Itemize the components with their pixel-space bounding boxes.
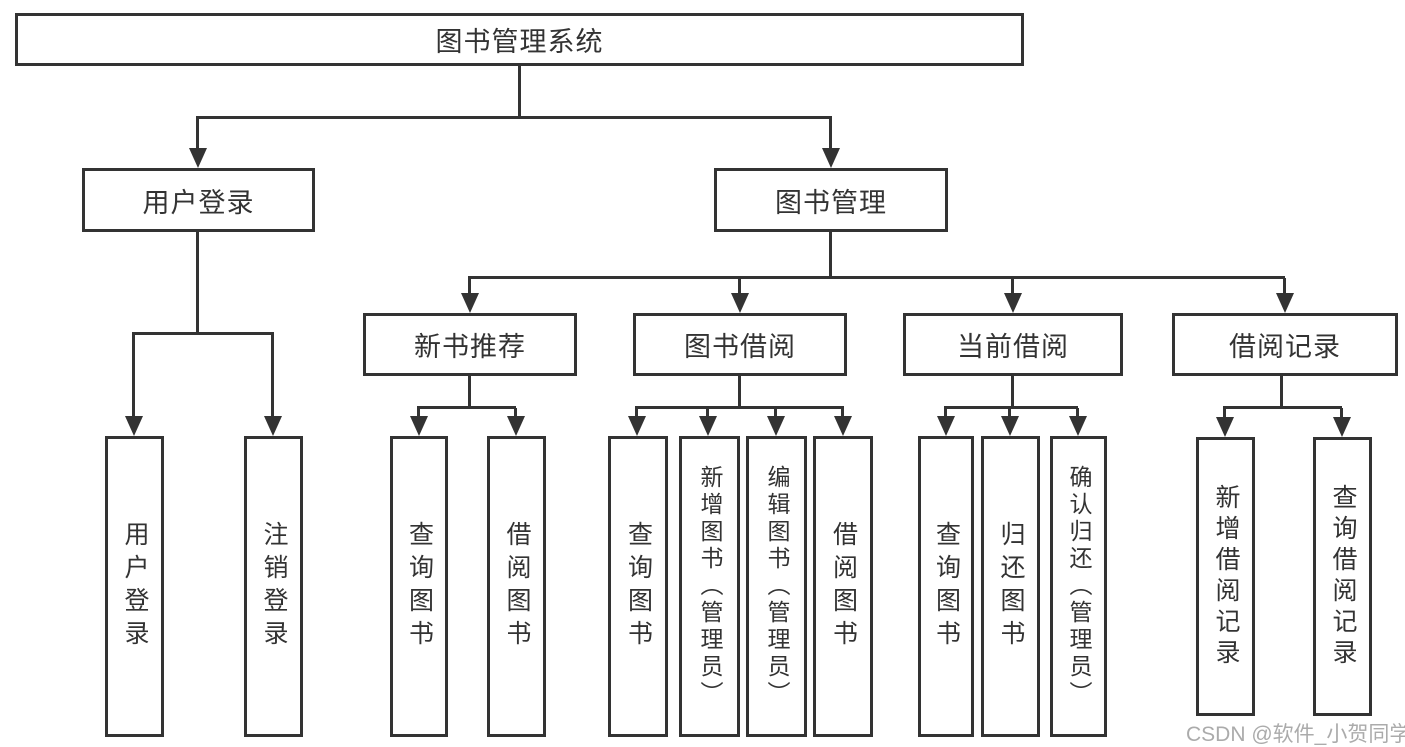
connector-arrowhead	[1004, 293, 1022, 313]
node-user-login-label: 用户登录	[142, 187, 255, 218]
leaf-add-borrow-record: 新增借阅记录	[1196, 437, 1255, 716]
leaf-add-book-admin: 新增图书（管理员）	[679, 436, 740, 737]
connector-line	[196, 232, 199, 334]
node-root-label: 图书管理系统	[435, 27, 604, 57]
connector-line	[132, 332, 274, 335]
node-book-management-label: 图书管理	[775, 187, 887, 218]
connector-line	[1011, 376, 1014, 408]
connector-arrowhead	[410, 416, 428, 436]
leaf-add-book-admin-label: 新增图书（管理员）	[697, 465, 723, 708]
connector-line	[1283, 278, 1286, 295]
connector-line	[635, 408, 638, 418]
node-root: 图书管理系统	[15, 13, 1024, 66]
leaf-logout: 注销登录	[244, 436, 303, 737]
connector-arrowhead	[834, 416, 852, 436]
leaf-edit-book-admin-label: 编辑图书（管理员）	[764, 465, 790, 708]
node-borrowing-records: 借阅记录	[1172, 313, 1398, 376]
node-user-login: 用户登录	[82, 168, 315, 232]
leaf-borrow-books-borrowing: 借阅图书	[813, 436, 873, 737]
connector-arrowhead	[1069, 416, 1087, 436]
leaf-query-books-recommend-label: 查询图书	[405, 520, 434, 653]
connector-arrowhead	[125, 416, 143, 436]
connector-arrowhead	[628, 416, 646, 436]
connector-line	[944, 406, 1078, 409]
leaf-confirm-return-admin: 确认归还（管理员）	[1050, 436, 1107, 737]
leaf-return-books: 归还图书	[981, 436, 1040, 737]
connector-arrowhead	[461, 293, 479, 313]
connector-arrowhead	[699, 416, 717, 436]
connector-arrowhead	[937, 416, 955, 436]
leaf-query-books-recommend: 查询图书	[390, 436, 448, 737]
connector-line	[417, 408, 420, 418]
leaf-user-login-label: 用户登录	[121, 520, 149, 653]
leaf-query-books-borrowing: 查询图书	[608, 436, 668, 737]
watermark: CSDN @软件_小贺同学	[1186, 723, 1405, 746]
connector-line	[1076, 408, 1079, 418]
leaf-query-books-current: 查询图书	[918, 436, 974, 737]
connector-line	[841, 408, 844, 418]
leaf-return-books-label: 归还图书	[997, 520, 1025, 653]
connector-line	[1223, 406, 1342, 409]
connector-line	[468, 376, 471, 408]
leaf-add-borrow-record-label: 新增借阅记录	[1212, 483, 1240, 670]
connector-line	[1280, 376, 1283, 408]
connector-line	[774, 408, 777, 418]
node-new-book-recommendation-label: 新书推荐	[414, 332, 526, 362]
connector-line	[132, 334, 135, 418]
connector-arrowhead	[731, 293, 749, 313]
node-current-borrowing-label: 当前借阅	[957, 332, 1069, 362]
leaf-query-borrow-record-label: 查询借阅记录	[1329, 483, 1357, 670]
connector-arrowhead	[264, 416, 282, 436]
connector-line	[1008, 408, 1011, 418]
leaf-user-login: 用户登录	[105, 436, 164, 737]
leaf-query-borrow-record: 查询借阅记录	[1313, 437, 1372, 716]
leaf-borrow-books-borrowing-label: 借阅图书	[829, 520, 858, 653]
connector-line	[518, 64, 521, 119]
connector-arrowhead	[767, 416, 785, 436]
connector-line	[944, 408, 947, 418]
connector-arrowhead	[507, 416, 525, 436]
connector-line	[738, 376, 741, 408]
connector-line	[829, 232, 832, 278]
node-borrowing-records-label: 借阅记录	[1229, 332, 1341, 362]
connector-line	[1223, 408, 1226, 419]
leaf-edit-book-admin: 编辑图书（管理员）	[746, 436, 807, 737]
connector-line	[1340, 408, 1343, 419]
connector-line	[271, 334, 274, 418]
connector-line	[738, 278, 741, 295]
node-new-book-recommendation: 新书推荐	[363, 313, 577, 376]
connector-arrowhead	[189, 148, 207, 168]
leaf-borrow-books-recommend-label: 借阅图书	[503, 520, 531, 653]
leaf-confirm-return-admin-label: 确认归还（管理员）	[1066, 465, 1092, 708]
node-book-borrowing-label: 图书借阅	[684, 332, 796, 362]
connector-line	[468, 278, 471, 295]
connector-arrowhead	[1001, 416, 1019, 436]
connector-line	[468, 276, 1285, 279]
node-book-management: 图书管理	[714, 168, 948, 232]
leaf-query-books-current-label: 查询图书	[932, 520, 961, 653]
leaf-query-books-borrowing-label: 查询图书	[624, 520, 653, 653]
connector-line	[196, 116, 832, 119]
node-current-borrowing: 当前借阅	[903, 313, 1123, 376]
connector-line	[196, 118, 199, 150]
connector-arrowhead	[1333, 417, 1351, 437]
node-book-borrowing: 图书借阅	[633, 313, 847, 376]
connector-arrowhead	[1216, 417, 1234, 437]
connector-arrowhead	[1276, 293, 1294, 313]
connector-line	[829, 118, 832, 150]
connector-line	[1011, 278, 1014, 295]
connector-arrowhead	[822, 148, 840, 168]
leaf-borrow-books-recommend: 借阅图书	[487, 436, 546, 737]
leaf-logout-label: 注销登录	[260, 520, 288, 653]
connector-line	[417, 406, 516, 409]
connector-line	[706, 408, 709, 418]
connector-line	[514, 408, 517, 418]
connector-line	[635, 406, 844, 409]
